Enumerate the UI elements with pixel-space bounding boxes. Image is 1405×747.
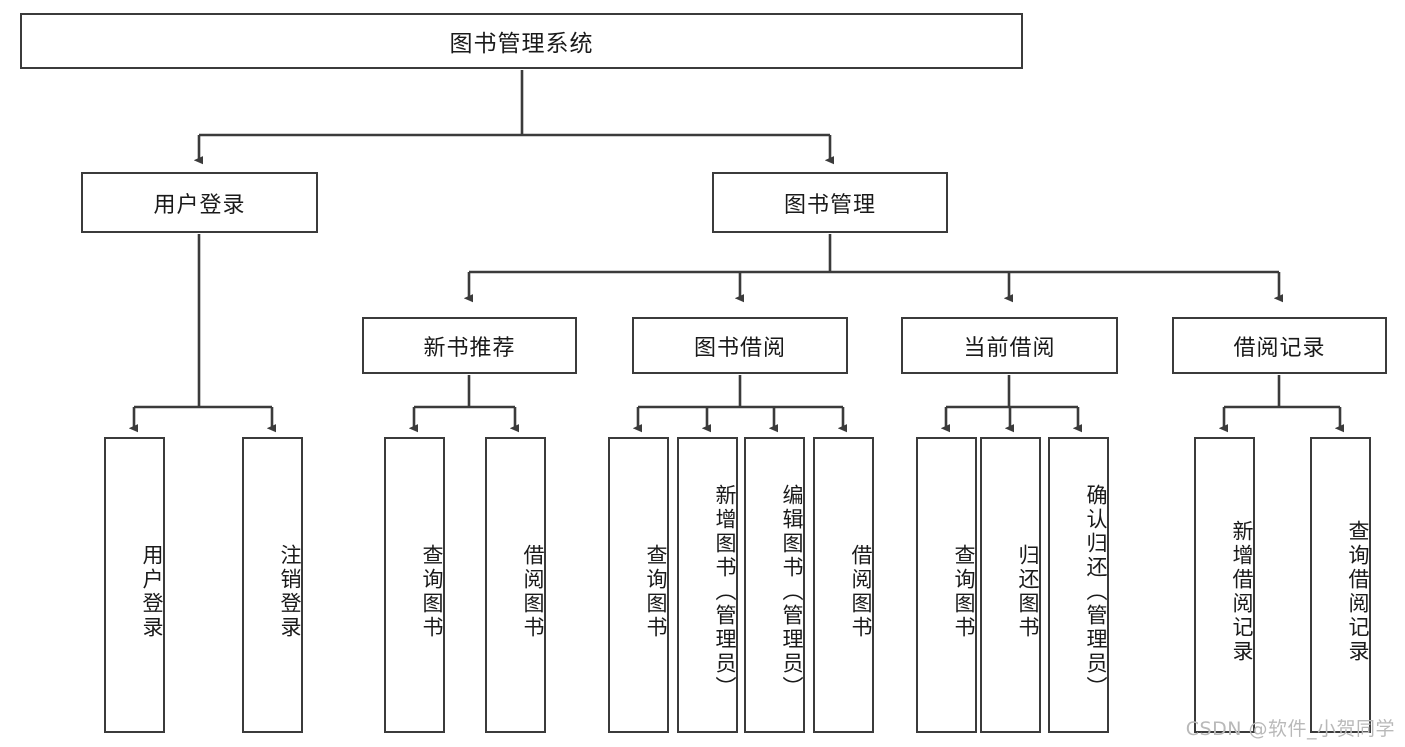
leaf-record-add-record[interactable]: 新增借阅记录: [1194, 437, 1255, 733]
node-book-borrow[interactable]: 图书借阅: [632, 317, 848, 374]
node-root-system[interactable]: 图书管理系统: [20, 13, 1023, 69]
leaf-user-login-login[interactable]: 用户登录: [104, 437, 165, 733]
node-book-management[interactable]: 图书管理: [712, 172, 948, 233]
leaf-user-login-logout[interactable]: 注销登录: [242, 437, 303, 733]
leaf-borrow-query-book[interactable]: 查询图书: [608, 437, 669, 733]
leaf-borrow-add-book-admin[interactable]: 新增图书（管理员）: [677, 437, 738, 733]
leaf-current-return-book[interactable]: 归还图书: [980, 437, 1041, 733]
node-new-book-recommend[interactable]: 新书推荐: [362, 317, 577, 374]
watermark-text: CSDN @软件_小贺同学: [1185, 718, 1395, 740]
leaf-recommend-query-book[interactable]: 查询图书: [384, 437, 445, 733]
leaf-borrow-borrow-book[interactable]: 借阅图书: [813, 437, 874, 733]
node-user-login[interactable]: 用户登录: [81, 172, 318, 233]
node-current-borrow[interactable]: 当前借阅: [901, 317, 1118, 374]
leaf-current-query-book[interactable]: 查询图书: [916, 437, 977, 733]
leaf-borrow-edit-book-admin[interactable]: 编辑图书（管理员）: [744, 437, 805, 733]
leaf-record-query-record[interactable]: 查询借阅记录: [1310, 437, 1371, 733]
leaf-recommend-borrow-book[interactable]: 借阅图书: [485, 437, 546, 733]
node-borrow-record[interactable]: 借阅记录: [1172, 317, 1387, 374]
leaf-current-confirm-return-admin[interactable]: 确认归还（管理员）: [1048, 437, 1109, 733]
